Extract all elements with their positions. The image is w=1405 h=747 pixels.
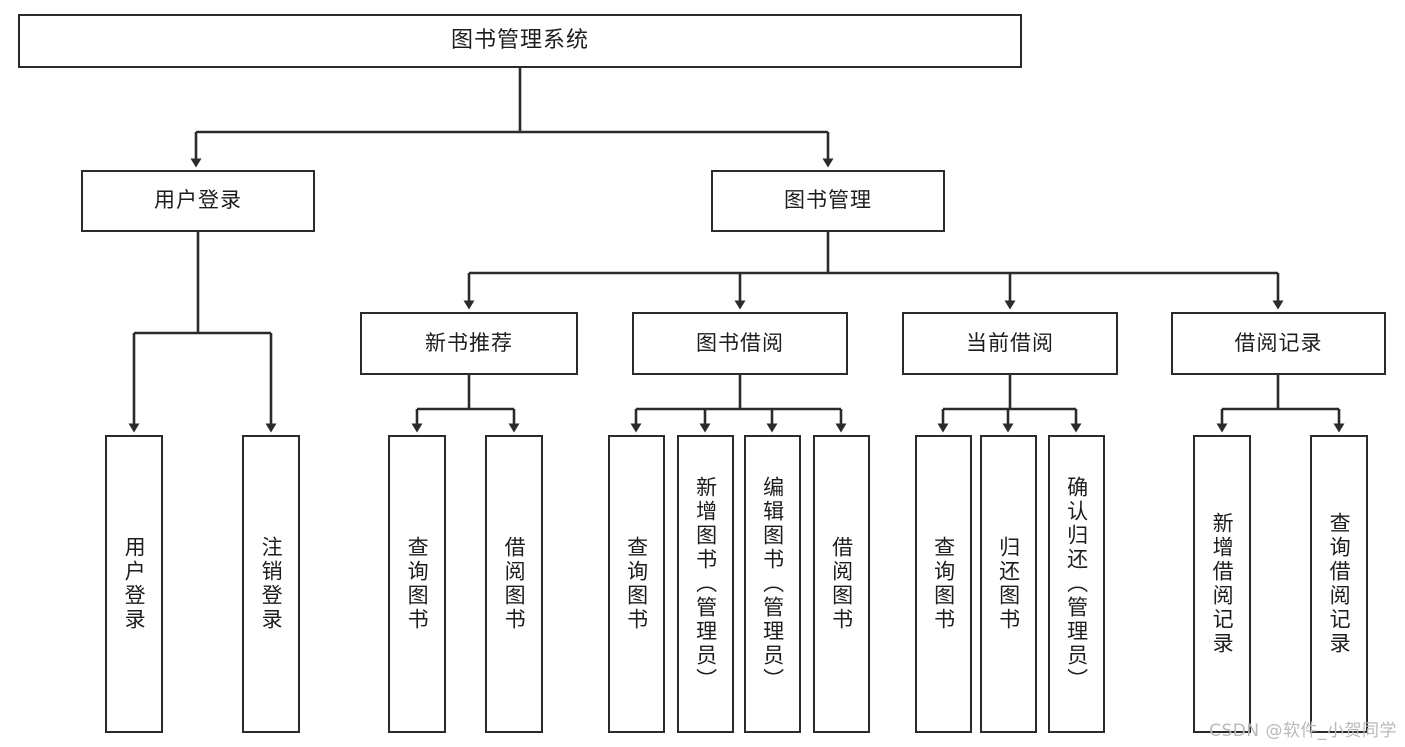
leaf-borrow-edit-book-admin-label: 编辑图书（管理员）	[760, 476, 785, 692]
node-root-label: 图书管理系统	[450, 27, 589, 53]
leaf-record-add-label: 新增借阅记录	[1210, 512, 1235, 656]
leaf-borrow-add-book-admin[interactable]: 新增图书（管理员）	[677, 435, 734, 733]
leaf-current-query-book-label: 查询图书	[931, 536, 956, 632]
leaf-user-logout-label: 注销登录	[259, 536, 284, 632]
leaf-record-add[interactable]: 新增借阅记录	[1193, 435, 1251, 733]
node-new-book-recommend-label: 新书推荐	[425, 330, 513, 355]
leaf-current-confirm-return-admin-label: 确认归还（管理员）	[1064, 476, 1089, 692]
node-user-login[interactable]: 用户登录	[81, 170, 315, 232]
leaf-new-book-query[interactable]: 查询图书	[388, 435, 446, 733]
node-user-login-label: 用户登录	[154, 188, 242, 213]
leaf-current-return-book[interactable]: 归还图书	[980, 435, 1037, 733]
leaf-current-confirm-return-admin[interactable]: 确认归还（管理员）	[1048, 435, 1105, 733]
node-borrow-record-label: 借阅记录	[1234, 330, 1323, 355]
leaf-new-book-borrow[interactable]: 借阅图书	[485, 435, 543, 733]
leaf-current-return-book-label: 归还图书	[996, 536, 1021, 632]
leaf-new-book-borrow-label: 借阅图书	[502, 536, 527, 632]
leaf-record-query-label: 查询借阅记录	[1327, 512, 1352, 656]
leaf-current-query-book[interactable]: 查询图书	[915, 435, 972, 733]
leaf-record-query[interactable]: 查询借阅记录	[1310, 435, 1368, 733]
node-book-management[interactable]: 图书管理	[711, 170, 945, 232]
node-new-book-recommend[interactable]: 新书推荐	[360, 312, 578, 375]
leaf-borrow-edit-book-admin[interactable]: 编辑图书（管理员）	[744, 435, 801, 733]
watermark: CSDN @软件_小贺同学	[1209, 721, 1397, 741]
leaf-borrow-book-label: 借阅图书	[829, 536, 854, 632]
leaf-borrow-query-book[interactable]: 查询图书	[608, 435, 665, 733]
node-root[interactable]: 图书管理系统	[18, 14, 1022, 68]
node-book-borrow[interactable]: 图书借阅	[632, 312, 848, 375]
leaf-borrow-book[interactable]: 借阅图书	[813, 435, 870, 733]
node-current-borrow-label: 当前借阅	[966, 330, 1054, 355]
node-book-borrow-label: 图书借阅	[696, 330, 784, 355]
leaf-borrow-query-book-label: 查询图书	[624, 536, 649, 632]
leaf-borrow-add-book-admin-label: 新增图书（管理员）	[693, 476, 718, 692]
leaf-user-login[interactable]: 用户登录	[105, 435, 163, 733]
node-current-borrow[interactable]: 当前借阅	[902, 312, 1118, 375]
node-book-management-label: 图书管理	[784, 188, 872, 213]
leaf-user-login-label: 用户登录	[122, 536, 147, 632]
leaf-user-logout[interactable]: 注销登录	[242, 435, 300, 733]
node-borrow-record[interactable]: 借阅记录	[1171, 312, 1386, 375]
leaf-new-book-query-label: 查询图书	[405, 536, 430, 632]
